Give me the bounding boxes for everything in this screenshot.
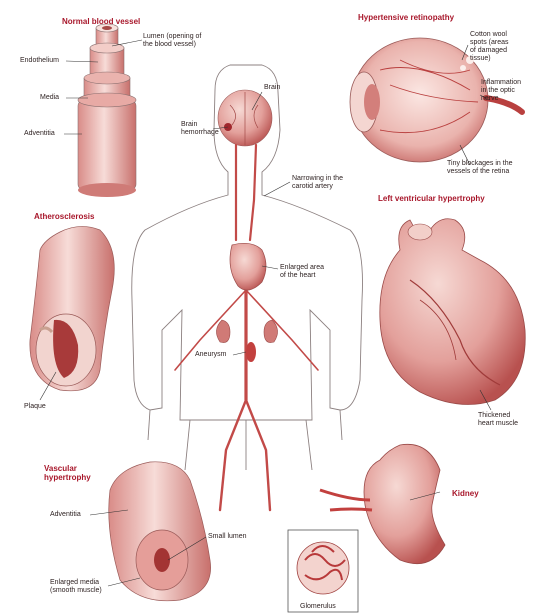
glomerulus-inset bbox=[288, 530, 358, 612]
label-enlarged-media: Enlarged media (smooth muscle) bbox=[50, 579, 102, 595]
label-endothelium: Endothelium bbox=[20, 57, 59, 65]
label-glomerulus: Glomerulus bbox=[300, 603, 336, 611]
artery-network bbox=[175, 145, 318, 510]
label-aneurysm: Aneurysm bbox=[195, 351, 227, 359]
label-optic-nerve: Inflammation in the optic nerve bbox=[481, 79, 521, 103]
vascular-hypertrophy-drawing bbox=[109, 462, 211, 601]
atherosclerosis-drawing bbox=[30, 226, 114, 390]
title-vascular-hypertrophy: Vascular hypertrophy bbox=[44, 464, 91, 482]
label-media: Media bbox=[40, 94, 59, 102]
title-hypertensive-retinopathy: Hypertensive retinopathy bbox=[358, 13, 454, 22]
title-atherosclerosis: Atherosclerosis bbox=[34, 212, 94, 221]
label-plaque: Plaque bbox=[24, 403, 46, 411]
label-adventitia-top: Adventitia bbox=[24, 130, 55, 138]
label-carotid-narrowing: Narrowing in the carotid artery bbox=[292, 175, 343, 191]
label-lumen: Lumen (opening of the blood vessel) bbox=[143, 33, 201, 49]
lvh-heart-drawing bbox=[380, 219, 525, 405]
heart-drawing bbox=[230, 243, 266, 290]
label-brain: Brain bbox=[264, 84, 280, 92]
label-brain-hemorrhage: Brain hemorrhage bbox=[181, 121, 219, 137]
title-kidney: Kidney bbox=[452, 489, 479, 498]
label-cotton-wool-spots: Cotton wool spots (areas of damaged tiss… bbox=[470, 31, 509, 63]
label-small-lumen: Small lumen bbox=[208, 533, 247, 541]
label-tiny-blockages: Tiny blockages in the vessels of the ret… bbox=[447, 160, 513, 176]
title-normal-blood-vessel: Normal blood vessel bbox=[62, 17, 140, 26]
normal-vessel-drawing bbox=[78, 24, 136, 197]
label-adventitia-bottom: Adventitia bbox=[50, 511, 81, 519]
title-left-ventricular-hypertrophy: Left ventricular hypertrophy bbox=[378, 194, 485, 203]
label-enlarged-heart-area: Enlarged area of the heart bbox=[280, 264, 324, 280]
brain-drawing bbox=[218, 90, 272, 146]
label-thickened-heart-muscle: Thickened heart muscle bbox=[478, 412, 518, 428]
